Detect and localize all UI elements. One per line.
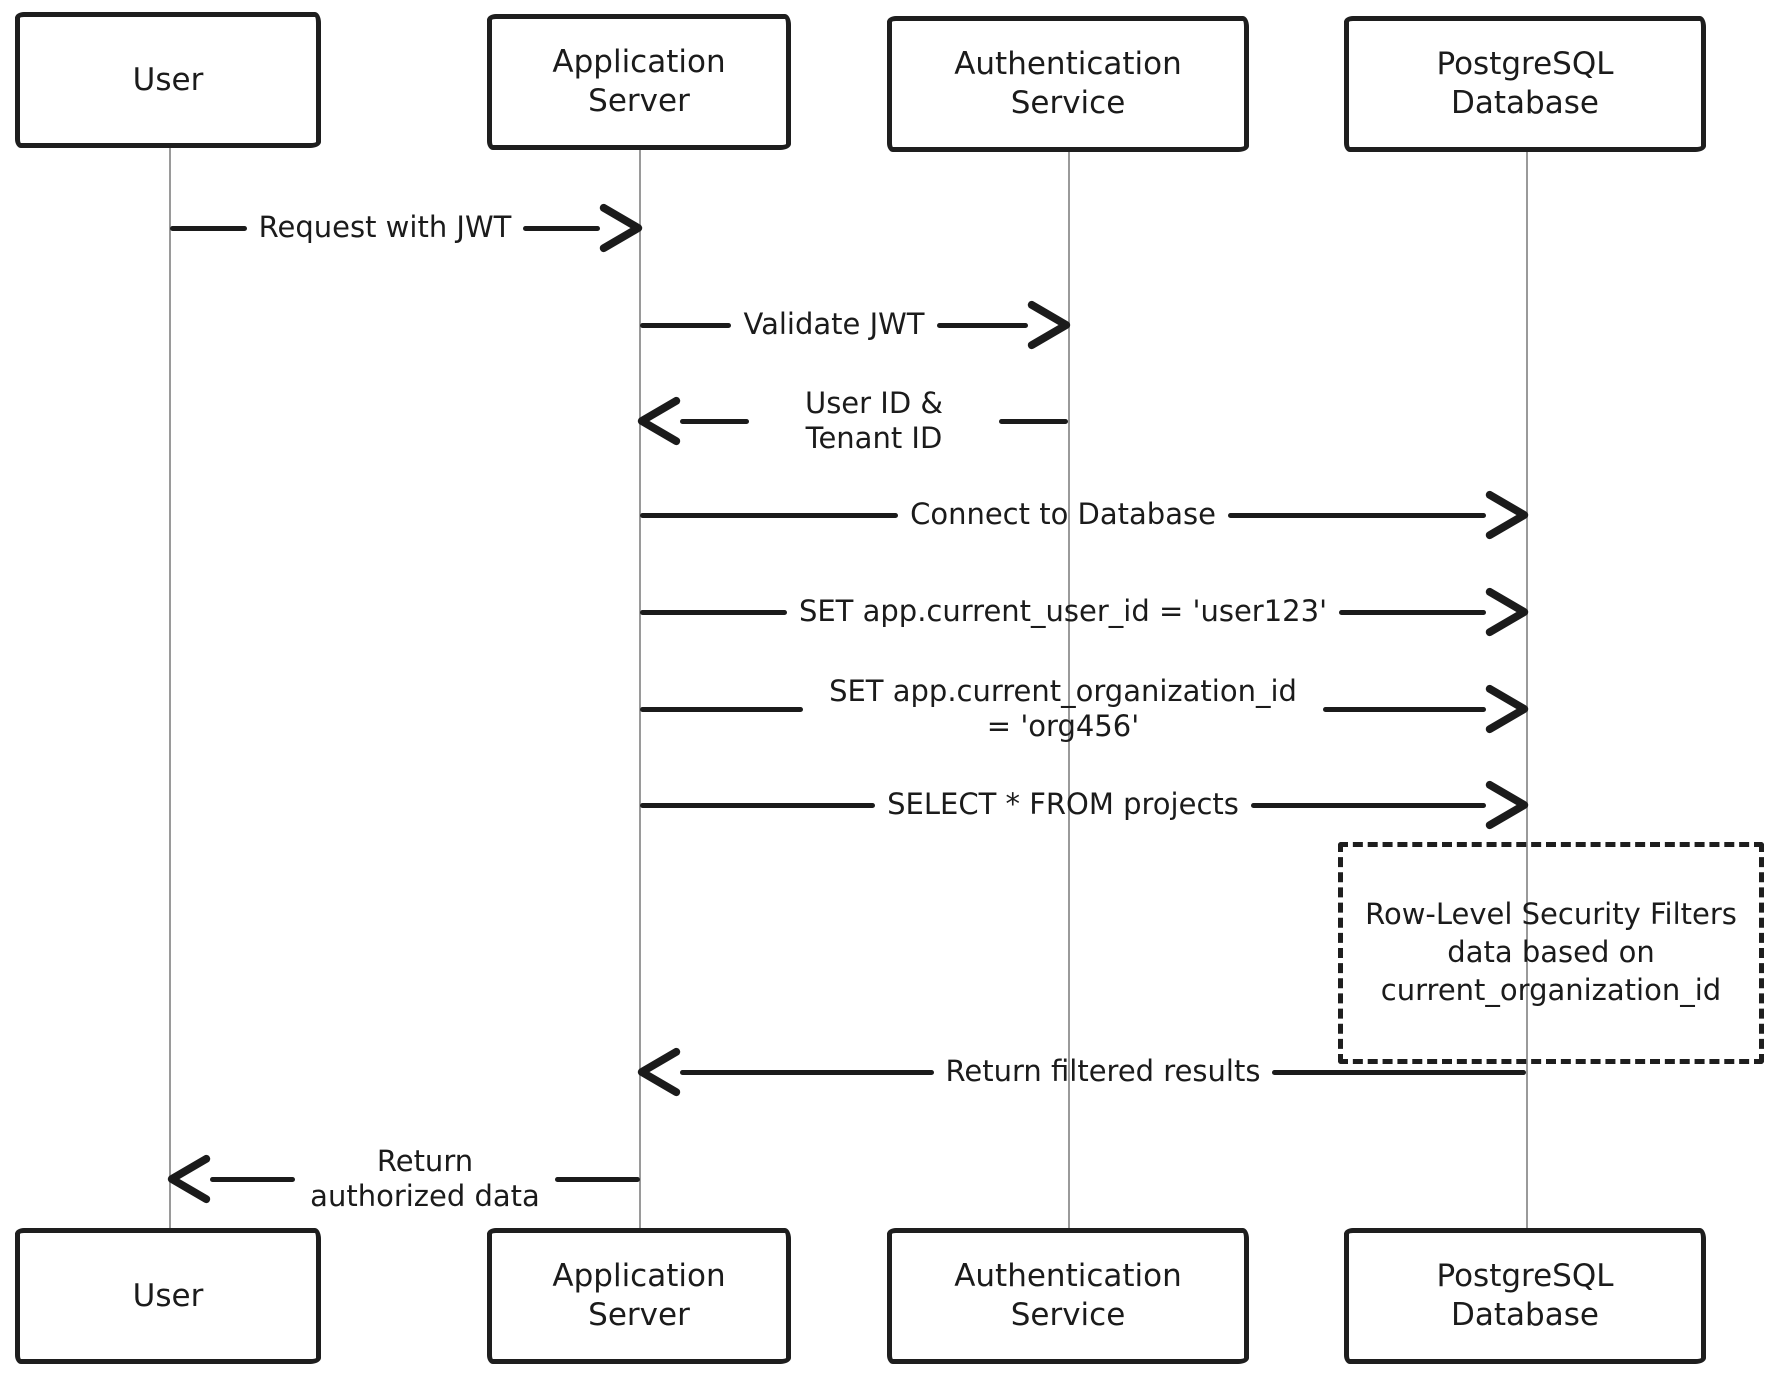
message-label: User ID & Tenant ID <box>804 385 944 455</box>
message-line <box>680 1069 934 1075</box>
message-line <box>555 1176 640 1182</box>
message-set-current-user-id: SET app.current_user_id = 'user123' <box>640 587 1529 637</box>
actor-bottom-application-server: Application Server <box>487 1228 791 1364</box>
message-line <box>1272 1069 1526 1075</box>
message-label: SET app.current_user_id = 'user123' <box>798 594 1328 629</box>
message-line <box>640 322 732 328</box>
message-connect-to-database: Connect to Database <box>640 490 1529 540</box>
message-label: SET app.current_organization_id = 'org45… <box>829 673 1297 743</box>
message-line <box>210 1176 295 1182</box>
message-label: Request with JWT <box>258 210 512 245</box>
message-validate-jwt: Validate JWT <box>640 300 1071 350</box>
actor-label: PostgreSQL Database <box>1436 46 1614 121</box>
arrowhead-left-icon <box>637 1047 681 1097</box>
message-label: SELECT * FROM projects <box>887 787 1239 822</box>
arrowhead-right-icon <box>1027 300 1071 350</box>
message-line <box>1250 802 1486 808</box>
message-label: Validate JWT <box>743 307 925 342</box>
arrowhead-right-icon <box>1485 780 1529 830</box>
actor-label: User <box>132 61 204 98</box>
arrowhead-right-icon <box>1485 587 1529 637</box>
message-return-authorized-data: Return authorized data <box>167 1133 640 1225</box>
message-label: Return filtered results <box>945 1054 1261 1089</box>
actor-bottom-postgresql-database: PostgreSQL Database <box>1344 1228 1706 1364</box>
message-line <box>1339 609 1486 615</box>
actor-top-authentication-service: Authentication Service <box>887 16 1249 152</box>
arrowhead-right-icon <box>1485 684 1529 734</box>
note-text: Row-Level Security Filters data based on… <box>1365 897 1737 1007</box>
actor-label: Application Server <box>552 1258 726 1333</box>
actor-label: PostgreSQL Database <box>1436 1258 1614 1333</box>
message-set-current-organization-id: SET app.current_organization_id = 'org45… <box>640 663 1529 755</box>
arrowhead-left-icon <box>637 396 681 446</box>
actor-bottom-authentication-service: Authentication Service <box>887 1228 1249 1364</box>
actor-top-user: User <box>15 12 321 148</box>
message-line <box>1227 512 1486 518</box>
arrowhead-right-icon <box>599 203 643 253</box>
note-row-level-security: Row-Level Security Filters data based on… <box>1338 842 1764 1064</box>
lifeline-authentication-service <box>1068 146 1070 1232</box>
message-line <box>640 609 787 615</box>
lifeline-user <box>169 146 171 1232</box>
message-user-id-tenant-id: User ID & Tenant ID <box>637 375 1068 467</box>
message-line <box>999 418 1068 424</box>
arrowhead-left-icon <box>167 1154 211 1204</box>
actor-label: Authentication Service <box>954 1258 1182 1333</box>
arrowhead-right-icon <box>1485 490 1529 540</box>
message-label: Connect to Database <box>910 497 1216 532</box>
actor-top-application-server: Application Server <box>487 14 791 150</box>
message-line <box>640 706 803 712</box>
message-line <box>680 418 749 424</box>
actor-label: Authentication Service <box>954 46 1182 121</box>
message-request-with-jwt: Request with JWT <box>170 203 643 253</box>
lifeline-postgresql-database <box>1526 146 1528 1232</box>
message-line <box>640 512 899 518</box>
actor-top-postgresql-database: PostgreSQL Database <box>1344 16 1706 152</box>
message-line <box>640 802 876 808</box>
message-return-filtered-results: Return filtered results <box>637 1047 1526 1097</box>
actor-label: Application Server <box>552 44 726 119</box>
message-line <box>523 225 601 231</box>
message-line <box>170 225 247 231</box>
actor-bottom-user: User <box>15 1228 321 1364</box>
lifeline-application-server <box>639 146 641 1232</box>
message-label: Return authorized data <box>310 1143 540 1213</box>
message-line <box>1323 706 1486 712</box>
message-select-from-projects: SELECT * FROM projects <box>640 780 1529 830</box>
actor-label: User <box>132 1277 204 1314</box>
message-line <box>936 322 1028 328</box>
